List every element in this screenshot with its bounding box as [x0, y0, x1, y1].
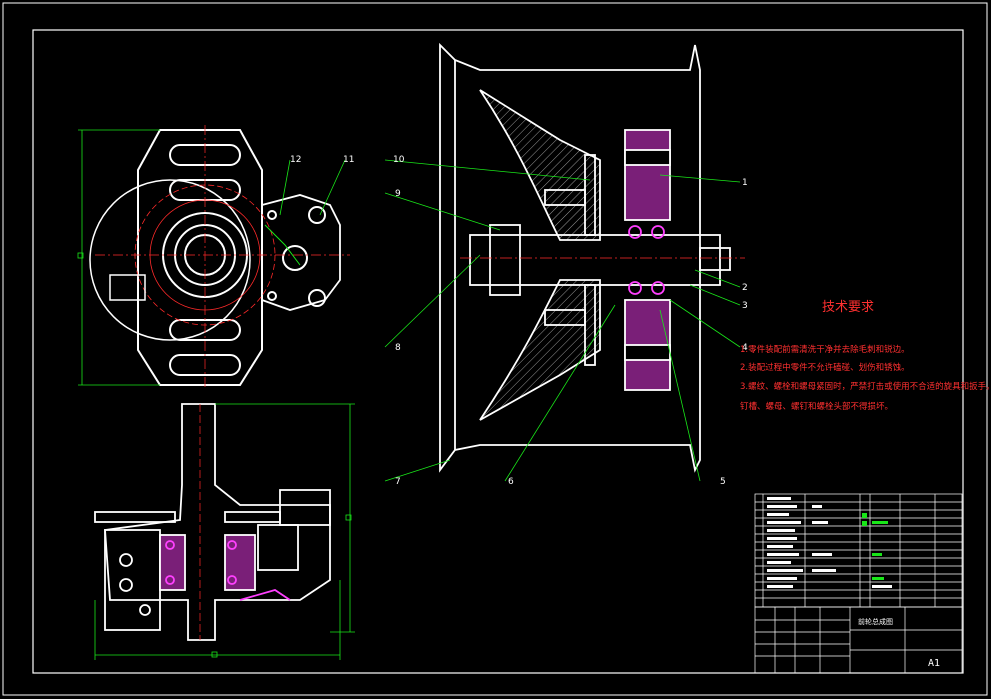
title-block-drawing-name: 前轮总成图: [858, 617, 893, 626]
axle-section-dimensions: [94, 403, 355, 660]
hub-end-view: [89, 129, 341, 386]
inner-drawing-frame: [32, 29, 964, 674]
axle-section-view: [94, 403, 331, 641]
tech-requirement-line-4: 钉槽、螺母、螺钉和螺栓头部不得损坏。: [740, 401, 893, 412]
tech-requirement-line-3: 3.螺纹、螺栓和螺母紧固时，严禁打击或使用不合适的旋具和扳手。紧固后螺: [740, 381, 991, 392]
balloon-4: 4: [742, 343, 748, 353]
leader-lines: [279, 159, 741, 482]
balloon-2: 2: [742, 283, 748, 293]
parts-list-entries: [767, 497, 892, 588]
wheel-section-view: [439, 42, 731, 473]
balloon-5: 5: [720, 477, 726, 487]
end-view-dimension: [77, 129, 160, 386]
balloon-1: 1: [742, 178, 748, 188]
parts-list-table: [754, 493, 963, 608]
balloon-12: 12: [290, 155, 301, 165]
balloon-7: 7: [395, 477, 401, 487]
tech-requirements-title: 技术要求: [822, 300, 874, 315]
end-view-center-lines: [95, 125, 350, 390]
balloon-3: 3: [742, 301, 748, 311]
title-block: [754, 606, 963, 674]
tech-requirement-line-1: 1.零件装配前需清洗干净并去除毛刺和锐边。: [740, 344, 910, 355]
balloon-8: 8: [395, 343, 401, 353]
balloon-11: 11: [343, 155, 354, 165]
balloon-10: 10: [393, 155, 405, 165]
balloon-9: 9: [395, 189, 401, 199]
balloon-6: 6: [508, 477, 514, 487]
title-block-sheet-size: A1: [928, 658, 940, 669]
tech-requirement-line-2: 2.装配过程中零件不允许磕碰、划伤和锈蚀。: [740, 362, 910, 373]
